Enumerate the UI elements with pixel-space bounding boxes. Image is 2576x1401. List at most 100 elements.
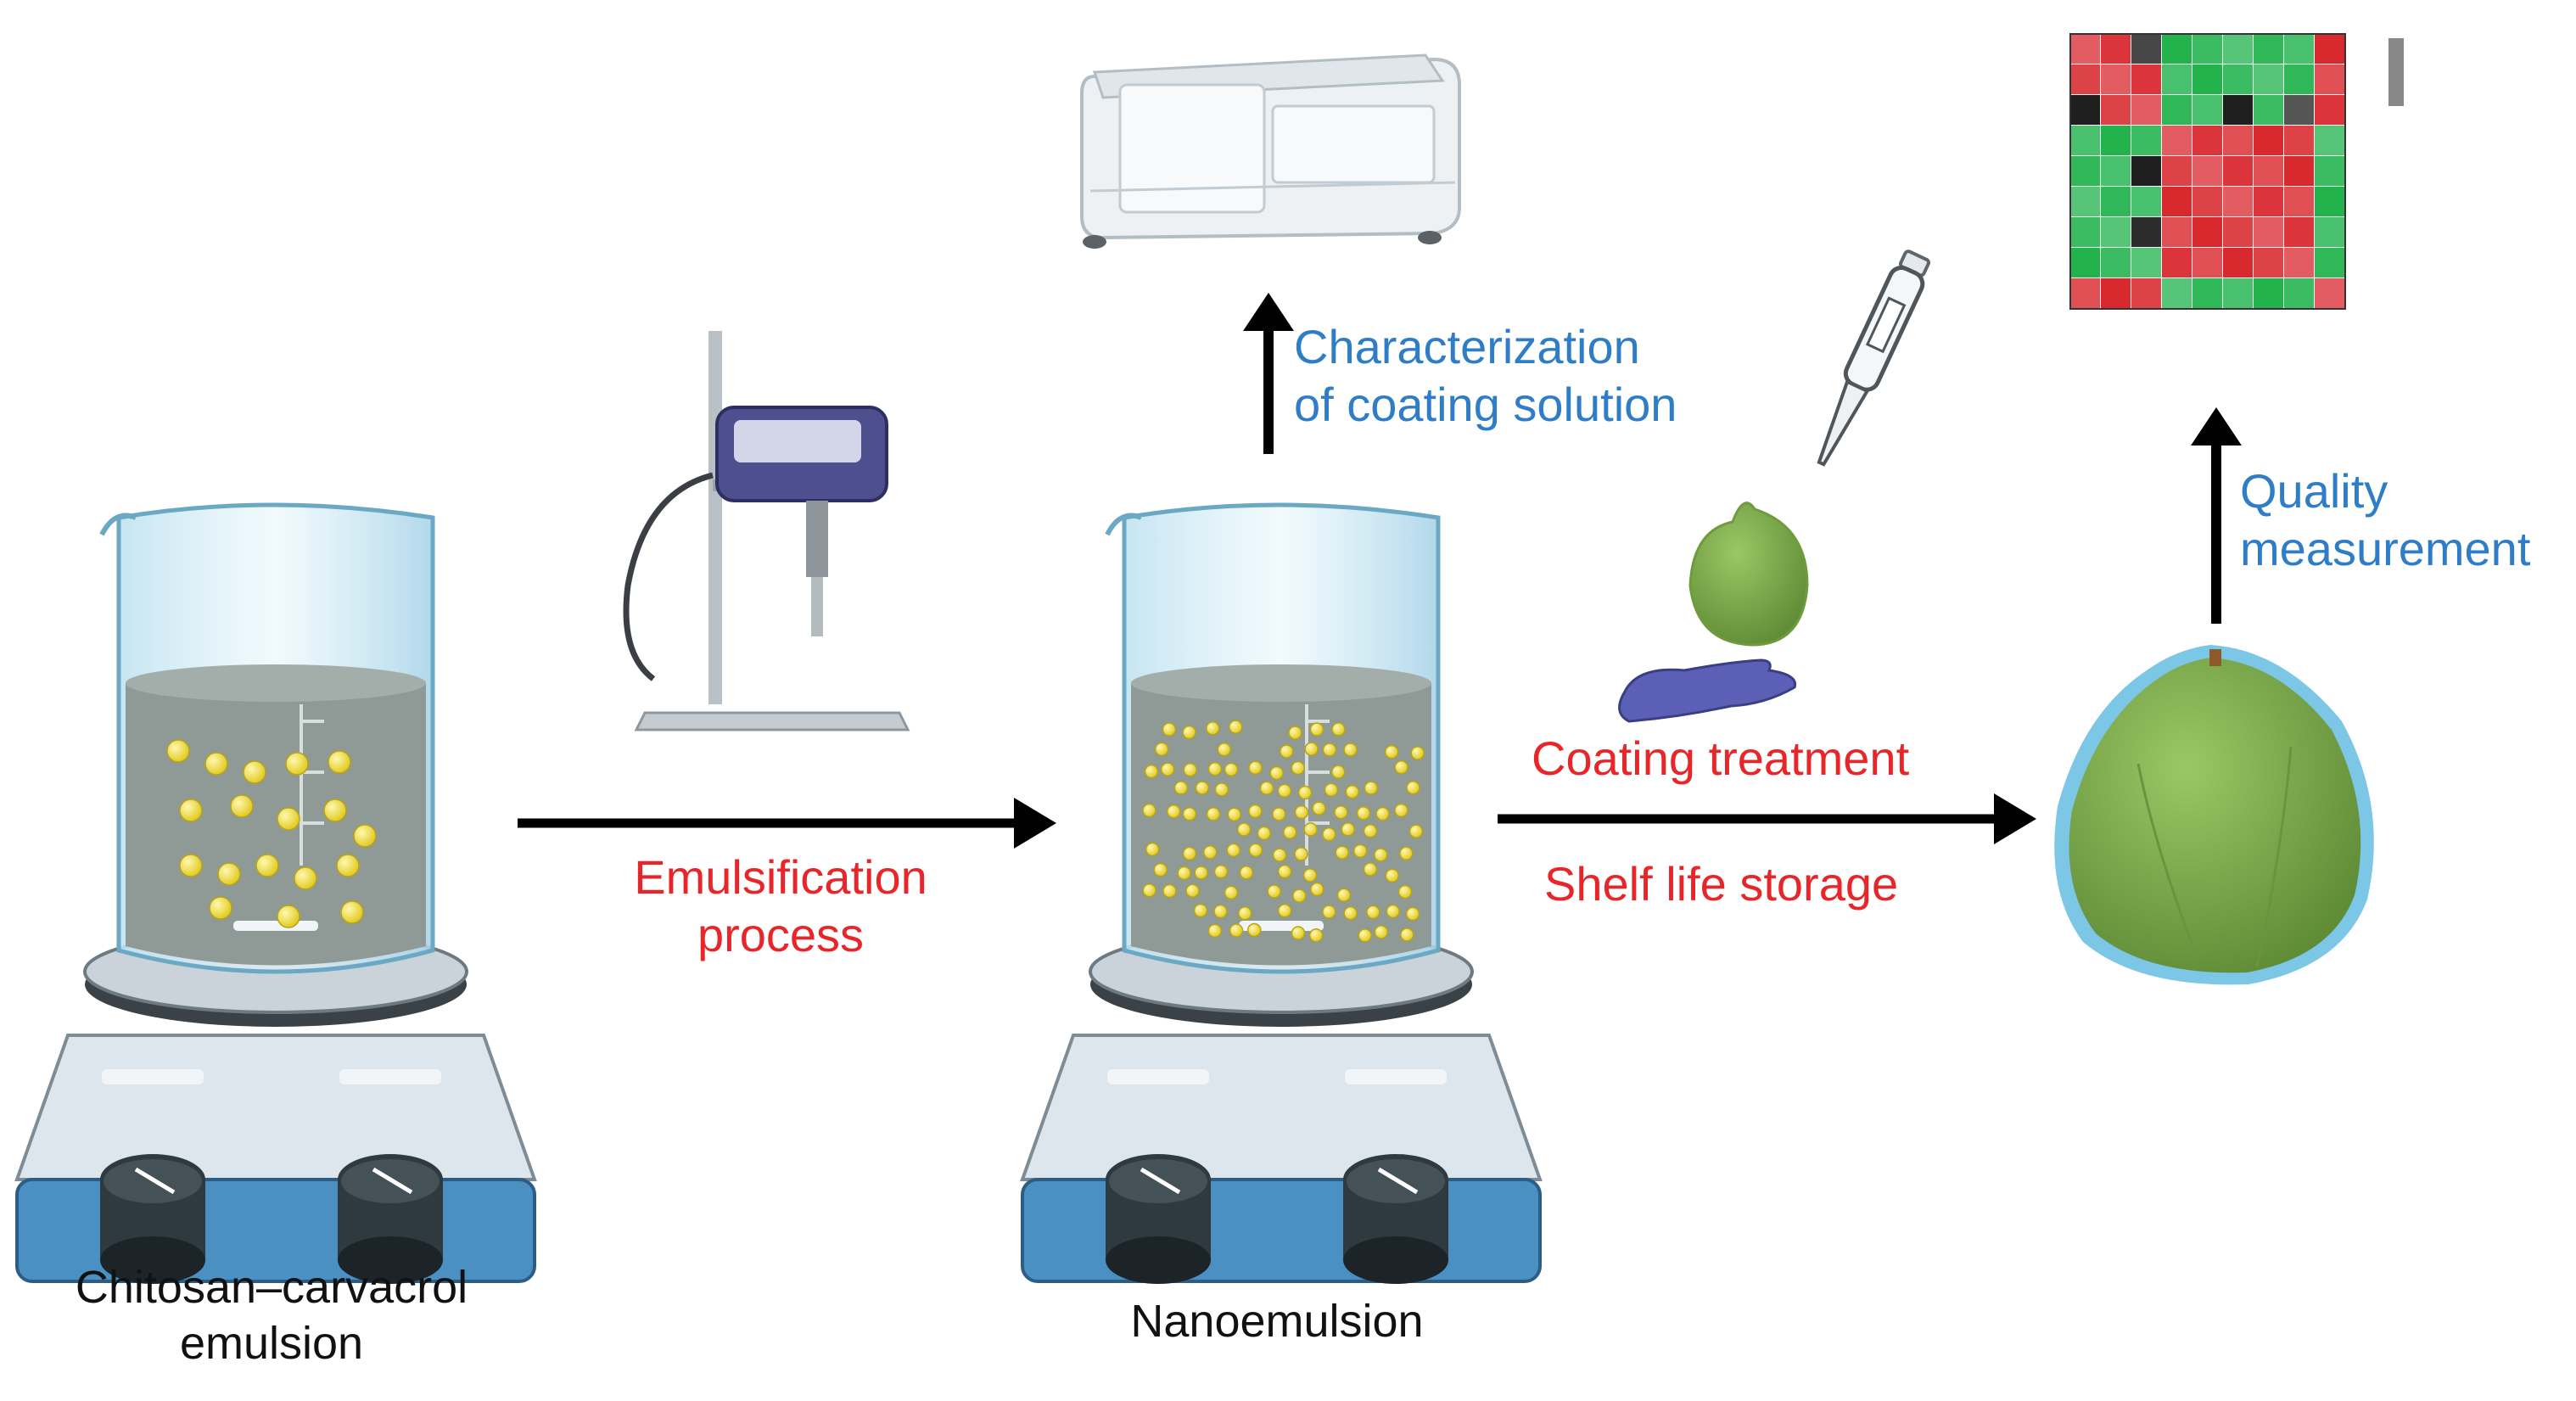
droplet bbox=[179, 799, 203, 822]
droplet bbox=[1236, 822, 1252, 837]
nanoemulsion-label: Nanoemulsion bbox=[1130, 1296, 1424, 1347]
droplet bbox=[1408, 824, 1424, 838]
droplet bbox=[1291, 926, 1306, 940]
heatmap-cell bbox=[2254, 64, 2283, 94]
droplet bbox=[1363, 862, 1378, 877]
droplet bbox=[1173, 781, 1189, 795]
droplet bbox=[209, 896, 232, 920]
heatmap-cell bbox=[2192, 64, 2222, 94]
coating-label: Coating treatment bbox=[1532, 731, 1910, 785]
droplet bbox=[1239, 865, 1254, 880]
droplet bbox=[336, 854, 360, 877]
droplet bbox=[1341, 822, 1355, 837]
shelf-life-label: Shelf life storage bbox=[1544, 857, 1899, 911]
heatmap-cell bbox=[2315, 126, 2344, 155]
droplet bbox=[1322, 905, 1336, 919]
droplet bbox=[1297, 785, 1313, 800]
guava-icon bbox=[2054, 645, 2374, 985]
droplet bbox=[1277, 864, 1292, 879]
heatmap-cell bbox=[2131, 126, 2161, 155]
droplet bbox=[1213, 904, 1228, 919]
heatmap-cell bbox=[2223, 126, 2253, 155]
droplet bbox=[1153, 862, 1168, 877]
droplet bbox=[1183, 762, 1197, 777]
droplet bbox=[1308, 928, 1324, 943]
heatmap-cell bbox=[2223, 64, 2253, 94]
spectrophotometer-icon bbox=[1080, 53, 1461, 249]
heatmap-cell bbox=[2101, 248, 2131, 277]
heatmap-cell bbox=[2131, 156, 2161, 186]
heatmap-cell bbox=[2162, 34, 2192, 64]
droplet bbox=[204, 752, 228, 776]
heatmap-cell bbox=[2192, 217, 2222, 247]
homogenizer-icon bbox=[623, 331, 910, 731]
heatmap-cell bbox=[2162, 278, 2192, 308]
heatmap-cell bbox=[2315, 187, 2344, 216]
droplet bbox=[1142, 803, 1156, 818]
heatmap-cell bbox=[2070, 217, 2100, 247]
heatmap-cell bbox=[2131, 187, 2161, 216]
heatmap-cell bbox=[2254, 248, 2283, 277]
droplet bbox=[1304, 742, 1319, 756]
pipette-icon bbox=[1817, 249, 1930, 467]
droplet bbox=[1277, 903, 1292, 918]
droplet bbox=[1272, 848, 1287, 862]
heatmap-cell bbox=[2101, 95, 2131, 125]
droplet bbox=[1363, 823, 1378, 838]
droplet bbox=[1154, 742, 1169, 757]
droplet bbox=[1142, 883, 1156, 898]
heatmap-cell bbox=[2254, 34, 2283, 64]
droplet bbox=[1194, 866, 1208, 880]
arrow-emulsification bbox=[518, 798, 1056, 849]
beaker-stirrer-icon bbox=[14, 502, 537, 1284]
heatmap-cell bbox=[2162, 156, 2192, 186]
heatmap-cell bbox=[2070, 95, 2100, 125]
droplet bbox=[1177, 866, 1191, 881]
droplet bbox=[1405, 906, 1420, 922]
droplet bbox=[285, 752, 309, 776]
emulsification-label: Emulsification process bbox=[577, 849, 984, 965]
heatmap-cell bbox=[2223, 278, 2253, 308]
guava-icon bbox=[1688, 502, 1809, 647]
droplet bbox=[1238, 905, 1252, 921]
droplet bbox=[323, 799, 347, 822]
droplet bbox=[1375, 806, 1390, 821]
droplet bbox=[1335, 845, 1350, 860]
droplet bbox=[1386, 904, 1400, 919]
droplet bbox=[179, 854, 203, 877]
heatmap-cell bbox=[2254, 278, 2283, 308]
heatmap-cell bbox=[2284, 156, 2314, 186]
droplet bbox=[1226, 843, 1241, 858]
droplet bbox=[1229, 923, 1244, 938]
droplet bbox=[1399, 846, 1414, 860]
droplet bbox=[277, 905, 300, 928]
droplet bbox=[1206, 807, 1221, 821]
droplet bbox=[1269, 765, 1284, 781]
emulsification-label-line2: process bbox=[697, 908, 865, 962]
heatmap-cell bbox=[2070, 187, 2100, 216]
droplet bbox=[1294, 847, 1308, 861]
droplet bbox=[1283, 825, 1297, 840]
heatmap-cell bbox=[2254, 217, 2283, 247]
arrow-quality bbox=[2191, 407, 2242, 624]
droplet bbox=[1291, 760, 1306, 776]
droplet bbox=[1406, 780, 1420, 795]
droplet bbox=[1343, 905, 1358, 921]
characterization-label: Characterization of coating solution bbox=[1294, 318, 1677, 434]
droplet bbox=[1257, 826, 1272, 841]
droplet bbox=[1144, 764, 1159, 779]
gloved-hand-icon bbox=[1618, 658, 1797, 723]
droplet bbox=[1374, 925, 1389, 939]
droplet bbox=[1394, 803, 1408, 818]
droplet bbox=[1397, 884, 1413, 899]
heatmap-cell bbox=[2070, 248, 2100, 277]
heatmap-cell bbox=[2315, 156, 2344, 186]
droplet bbox=[1182, 846, 1197, 861]
heatmap-cell bbox=[2192, 34, 2222, 64]
droplet bbox=[217, 862, 241, 886]
droplet bbox=[1410, 746, 1425, 760]
quality-label: Quality measurement bbox=[2240, 462, 2530, 579]
heatmap-cell bbox=[2223, 187, 2253, 216]
heatmap-cell bbox=[2223, 95, 2253, 125]
droplet bbox=[1272, 807, 1286, 821]
